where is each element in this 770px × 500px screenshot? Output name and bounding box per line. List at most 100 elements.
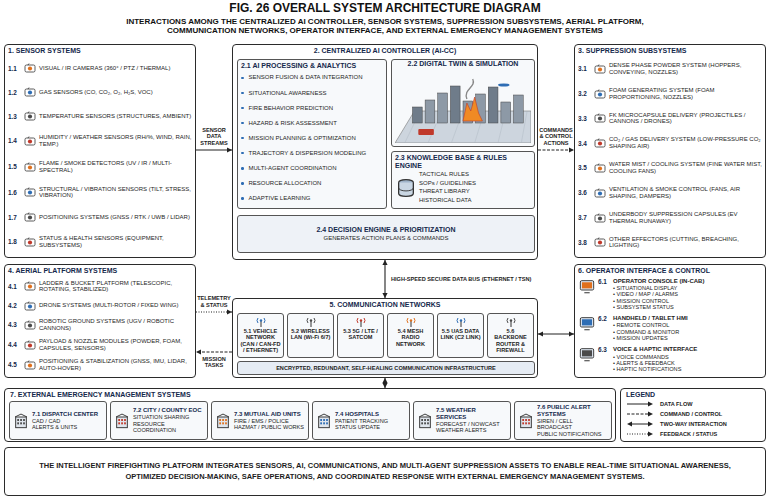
- line-shape: [584, 329, 589, 330]
- callout-number: 1.7: [8, 214, 21, 221]
- comm-panel: 5. COMMUNICATION NETWORKS5.1 VEHICLE NET…: [232, 298, 538, 378]
- path-shape: [217, 414, 229, 417]
- item-text: SIREN / CELL BROADCAST: [537, 418, 608, 431]
- agency-column: 7.3 MUTUAL AID UNITSFIRE / EMS / POLICEH…: [234, 411, 305, 431]
- rect-shape: [117, 417, 128, 428]
- bullet-text: • HAPTIC NOTIFICATIONS: [613, 366, 762, 372]
- item-text: FORECAST / NOWCAST: [436, 421, 507, 427]
- rect-shape: [528, 422, 530, 424]
- operator-panel: 6. OPERATOR INTERFACE & CONTROL6.1OPERAT…: [574, 264, 766, 378]
- item-row: 3.7UNDERBODY SUPPRESSION CAPSULES (EV TH…: [578, 211, 762, 225]
- caption-text: THE INTELLIGENT FIREFIGHTING PLATFORM IN…: [35, 461, 735, 481]
- item-list: TACTICAL RULESSOPs / GUIDELINESTHREAT LI…: [419, 171, 531, 206]
- callout-number: 1.8: [8, 238, 21, 245]
- connector: [538, 147, 574, 152]
- rect-shape: [580, 280, 593, 289]
- circle-shape: [28, 165, 32, 169]
- rect-shape: [595, 91, 605, 98]
- line-shape: [410, 320, 411, 327]
- group-row: 6.2HANDHELD / TABLET HMI• REMOTE CONTROL…: [578, 315, 762, 342]
- agency-column: 7.1 DISPATCH CENTERCAD / CADALERTS & UNI…: [32, 411, 103, 431]
- diagram-title: FIG. 26 OVERALL SYSTEM ARCHITECTURE DIAG…: [0, 2, 770, 16]
- item-row: 1.5FLAME / SMOKE DETECTORS (UV / IR / MU…: [8, 160, 192, 174]
- line-shape: [260, 320, 261, 327]
- item-row: 1.2GAS SENSORS (CO, CO₂, O₂, H₂S, VOC): [8, 86, 192, 98]
- rect-shape: [582, 319, 592, 325]
- rect-shape: [424, 419, 426, 421]
- network-box: 5.1 VEHICLE NETWORK (CAN / CAN-FD / ETHE…: [237, 313, 284, 358]
- rect-shape: [323, 422, 325, 424]
- line-shape: [28, 360, 29, 362]
- group-row: 6.1OPERATOR CONSOLE (IN-CAB)• SITUATIONA…: [578, 278, 762, 311]
- item-text: POSITIONING & STABILIZATION (GNSS, IMU, …: [39, 358, 192, 372]
- rect-shape: [319, 417, 330, 428]
- box-label: 5.1 VEHICLE NETWORK (CAN / CAN-FD / ETHE…: [240, 328, 281, 354]
- box-heading: 7.1 DISPATCH CENTER: [32, 411, 103, 418]
- item-text: DRONE SYSTEMS (MULTI-ROTOR / FIXED WING): [39, 302, 192, 309]
- connector: [538, 331, 574, 336]
- network-box: 5.5 UAS DATA LINK (C2 LINK): [437, 313, 484, 358]
- item-row: TRAJECTORY & DISPERSION MODELING: [241, 150, 383, 157]
- line-shape: [627, 404, 649, 405]
- group-column: 6.3VOICE & HAPTIC INTERFACE• VOICE COMMA…: [598, 346, 762, 373]
- icon: [23, 280, 37, 292]
- rect-shape: [595, 215, 605, 222]
- external-panel: 7. EXTERNAL EMERGENCY MANAGEMENT SYSTEMS…: [4, 388, 616, 442]
- box-label: 5.2 WIRELESS LAN (Wi-Fi 6/7): [290, 328, 331, 341]
- item-text: HUMIDITY / WEATHER SENSORS (RH/%, WIND, …: [39, 134, 192, 148]
- rect-shape: [17, 419, 19, 421]
- rect-shape: [320, 419, 322, 421]
- group-title-row: 6.1OPERATOR CONSOLE (IN-CAB): [598, 278, 762, 285]
- rect-shape: [488, 87, 498, 123]
- circle-shape: [28, 139, 32, 143]
- callout-number: 3.4: [578, 140, 591, 147]
- connector-label: SENSOR DATA STREAMS: [197, 127, 231, 146]
- digital-twin-box: 2.2 DIGITAL TWIN & SIMULATION: [391, 59, 535, 147]
- polygon-shape: [648, 412, 653, 417]
- line-shape: [28, 112, 29, 114]
- rect-shape: [580, 318, 593, 327]
- connector-label: COMMANDS & CONTROL ACTIONS: [539, 127, 573, 146]
- line-shape: [598, 139, 599, 141]
- sensor-panel: 1. SENSOR SYSTEMS1.1VISUAL / IR CAMERAS …: [4, 44, 196, 258]
- connector: [196, 147, 232, 152]
- line-shape: [598, 89, 599, 91]
- rect-shape: [222, 419, 224, 421]
- item-row: 3.4CO₂ / GAS DELIVERY SYSTEM (LOW-PRESSU…: [578, 136, 762, 150]
- legend-heading: LEGEND: [626, 391, 760, 399]
- rect-shape: [326, 422, 328, 424]
- path-shape: [357, 318, 365, 323]
- rect-shape: [20, 422, 22, 424]
- polygon-shape: [648, 402, 653, 407]
- item-text: STATUS & HEALTH SENSORS (EQUIPMENT, SUBS…: [39, 235, 192, 249]
- rect-shape: [20, 419, 22, 421]
- suppression-panel: 3. SUPPRESSION SUBSYSTEMS3.1DENSE PHASE …: [574, 44, 766, 258]
- city-illustration: [395, 73, 531, 143]
- rect-shape: [118, 419, 120, 421]
- icon: [23, 236, 37, 248]
- item-row: 4.4PAYLOAD & NOZZLE MODULES (POWDER, FOA…: [8, 338, 192, 352]
- legend-sample: [626, 401, 654, 407]
- bullet-dot: [241, 152, 244, 155]
- item-text: STATUS UPDATE: [335, 424, 406, 430]
- bullet-dot: [241, 182, 244, 185]
- item-text: VISUAL / IR CAMERAS (360° / PTZ / THERMA…: [39, 65, 192, 72]
- rect-shape: [412, 107, 422, 123]
- network-box: 5.4 MESH RADIO NETWORK: [387, 313, 434, 358]
- item-row: 1.3TEMPERATURE SENSORS (STRUCTURES, AMBI…: [8, 110, 192, 122]
- icon: [504, 316, 518, 328]
- circle-shape: [509, 319, 511, 321]
- line-shape: [598, 188, 599, 190]
- item-text: VENTILATION & SMOKE CONTROL (FANS, AIR S…: [609, 186, 762, 200]
- bullet-text: • ALERTS & FEEDBACK: [613, 360, 762, 366]
- rect-shape: [121, 422, 123, 424]
- item-text: THREAT LIBRARY: [419, 188, 531, 197]
- circle-shape: [28, 240, 32, 244]
- icon: [354, 316, 368, 328]
- path-shape: [318, 414, 330, 417]
- rect-shape: [25, 362, 35, 369]
- rect-shape: [501, 102, 511, 123]
- rect-shape: [225, 422, 227, 424]
- line-shape: [627, 414, 649, 415]
- circle-shape: [28, 363, 32, 367]
